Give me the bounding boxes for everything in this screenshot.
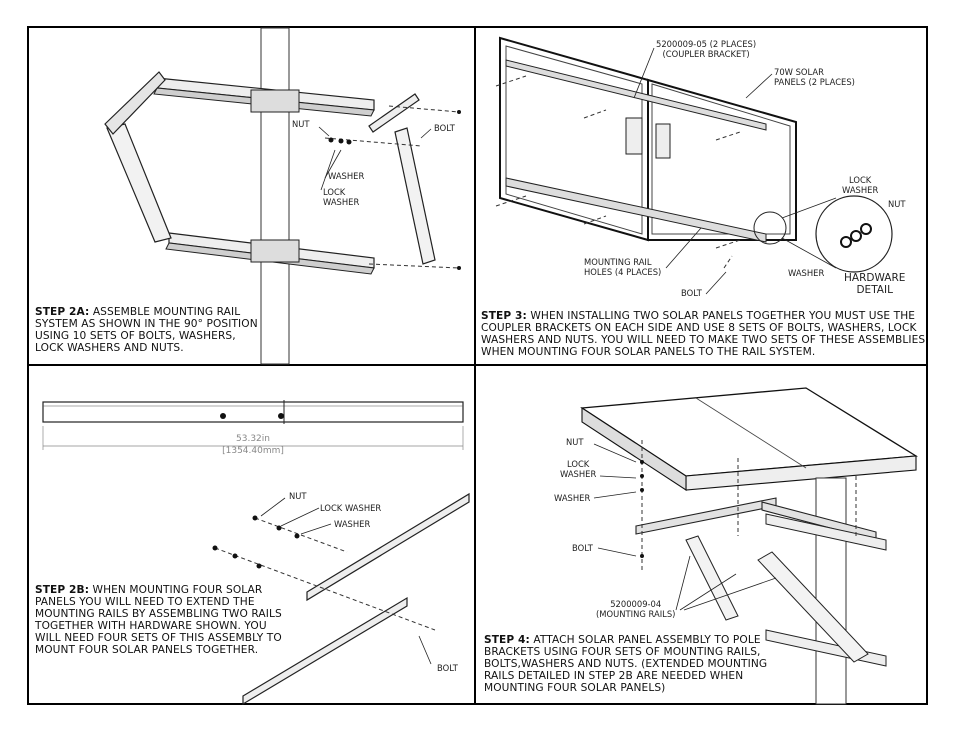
callout-nut: NUT [292, 119, 310, 129]
callout-solar-panels: 70W SOLAR PANELS (2 PLACES) [774, 67, 855, 87]
solar-panel-right [647, 78, 797, 241]
panel-step-4: NUT LOCK WASHER WASHER BOLT 5200009-04 (… [476, 366, 928, 705]
step-4-illustration [580, 387, 919, 705]
pole [260, 27, 290, 365]
exploded-rail-upper [306, 492, 470, 602]
callout-mounting-rail-holes: MOUNTING RAIL HOLES (4 PLACES) [584, 257, 662, 277]
callout-mounting-rails: 5200009-04 (MOUNTING RAILS) [596, 599, 676, 619]
step-3-text: WHEN INSTALLING TWO SOLAR PANELS TOGETHE… [481, 310, 926, 358]
step-3-label: STEP 3: [481, 310, 527, 322]
step-2b-illustration [42, 400, 470, 706]
callout-washer: WASHER [334, 519, 371, 529]
callout-lock-washer: LOCK WASHER [842, 175, 879, 195]
step-4-text: ATTACH SOLAR PANEL ASSEMBLY TO POLE BRAC… [484, 634, 768, 694]
pole-bracket-bottom [250, 239, 300, 263]
step-4-instructions: STEP 4: ATTACH SOLAR PANEL ASSEMBLY TO P… [484, 634, 784, 694]
left-top-bracket [104, 71, 166, 135]
callout-bolt: BOLT [434, 123, 455, 133]
mounting-rail-front [635, 497, 777, 535]
hardware-detail-enlarged [815, 195, 893, 273]
pole [815, 477, 847, 705]
callout-washer: WASHER [554, 493, 591, 503]
step-2a-label: STEP 2A: [35, 306, 90, 318]
callout-nut: NUT [289, 491, 307, 501]
callout-bolt: BOLT [437, 663, 458, 673]
pole-bracket-upper [765, 513, 887, 551]
left-brace [106, 123, 172, 243]
junction-box-right [655, 123, 671, 159]
step-2a-illustration [104, 27, 461, 365]
extended-rail-top-view [42, 401, 464, 423]
callout-lock-washer: LOCK WASHER [560, 459, 597, 479]
callout-lock-washer: LOCK WASHER [323, 187, 360, 207]
step-3-instructions: STEP 3: WHEN INSTALLING TWO SOLAR PANELS… [481, 310, 927, 358]
horizontal-divider [27, 364, 928, 366]
panel-step-2a: NUT BOLT WASHER LOCK WASHER STEP 2A: ASS… [29, 27, 474, 365]
step-2a-instructions: STEP 2A: ASSEMBLE MOUNTING RAIL SYSTEM A… [35, 306, 267, 354]
callout-washer: WASHER [788, 268, 825, 278]
exploded-rail-lower [242, 596, 408, 706]
step-2a-text: ASSEMBLE MOUNTING RAIL SYSTEM AS SHOWN I… [35, 306, 258, 354]
step-3-illustration [495, 36, 893, 295]
dimension-inches: 53.32in [236, 434, 270, 444]
callout-nut: NUT [888, 199, 906, 209]
junction-box-left [625, 117, 643, 155]
panel-step-2b: 53.32in [1354.40mm] NUT LOCK WASHER WASH… [29, 366, 474, 706]
brace [757, 551, 869, 663]
callout-coupler-bracket: 5200009-05 (2 PLACES) (COUPLER BRACKET) [656, 39, 757, 59]
coupler-bracket-top [505, 59, 767, 131]
panel-step-3: 5200009-05 (2 PLACES) (COUPLER BRACKET) … [476, 28, 928, 364]
hardware-detail-circle [753, 211, 787, 245]
callout-bolt: BOLT [681, 288, 702, 298]
step-2b-label: STEP 2B: [35, 584, 90, 596]
side-brace [685, 535, 739, 621]
dimension-millimeters: [1354.40mm] [222, 446, 284, 456]
hardware-detail-title: HARDWARE DETAIL [844, 272, 906, 296]
callout-lock-washer: LOCK WASHER [320, 503, 382, 513]
step-4-label: STEP 4: [484, 634, 530, 646]
callout-nut: NUT [566, 437, 584, 447]
step-2b-instructions: STEP 2B: WHEN MOUNTING FOUR SOLAR PANELS… [35, 584, 285, 656]
callout-bolt: BOLT [572, 543, 593, 553]
step-2b-text: WHEN MOUNTING FOUR SOLAR PANELS YOU WILL… [35, 584, 282, 656]
mounting-rail-bottom [505, 177, 767, 243]
callout-washer: WASHER [328, 171, 365, 181]
upper-right-rail [368, 93, 420, 133]
pole-bracket-top [250, 89, 300, 113]
right-brace [394, 127, 436, 265]
